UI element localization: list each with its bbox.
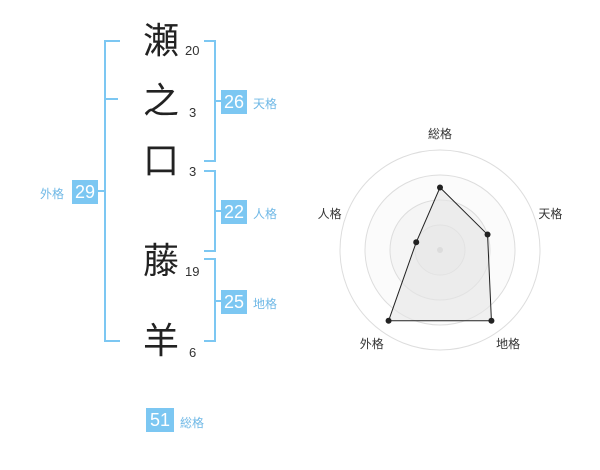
stroke-count-2: 3 bbox=[189, 105, 197, 120]
jinkaku-label: 人格 bbox=[253, 207, 278, 221]
soukaku-label: 総格 bbox=[180, 416, 205, 430]
name-char-4: 藤 bbox=[142, 241, 179, 282]
gaikaku-bracket-connector bbox=[97, 190, 105, 192]
stroke-count-5: 6 bbox=[189, 345, 197, 360]
tenkaku-score-box: 26 bbox=[221, 90, 247, 114]
jinkaku-bracket-connector bbox=[214, 210, 222, 212]
stroke-count-4: 19 bbox=[185, 264, 200, 279]
radar-axis-label-5: 人格 bbox=[318, 206, 342, 221]
radar-point-4 bbox=[385, 317, 392, 324]
tenkaku-label: 天格 bbox=[253, 97, 278, 111]
radar-point-1 bbox=[437, 184, 443, 191]
radar-point-5 bbox=[413, 239, 420, 246]
gaikaku-bracket-tick bbox=[104, 98, 118, 100]
gaikaku-bracket bbox=[104, 40, 120, 342]
chikaku-label: 地格 bbox=[253, 297, 278, 311]
name-char-1: 瀬 bbox=[142, 21, 179, 62]
chikaku-score-box: 25 bbox=[221, 290, 247, 314]
soukaku-score-box: 51 bbox=[146, 408, 174, 432]
name-char-2: 之 bbox=[142, 81, 179, 122]
radar-point-3 bbox=[488, 317, 495, 324]
stroke-count-1: 20 bbox=[185, 43, 200, 58]
radar-axis-label-1: 総格 bbox=[428, 126, 452, 141]
chikaku-bracket-connector bbox=[214, 300, 222, 302]
gaikaku-label: 外格 bbox=[40, 187, 65, 201]
stroke-count-3: 3 bbox=[189, 164, 197, 179]
radar-axis-label-2: 天格 bbox=[538, 206, 562, 221]
radar-series-polygon bbox=[387, 186, 492, 322]
radar-point-2 bbox=[484, 231, 491, 238]
radar-axis-label-3: 地格 bbox=[496, 336, 520, 351]
radar-axis-label-4: 外格 bbox=[360, 336, 384, 351]
tenkaku-bracket-connector bbox=[214, 100, 222, 102]
jinkaku-score-box: 22 bbox=[221, 200, 247, 224]
name-char-3: 口 bbox=[142, 141, 179, 182]
gaikaku-score-box: 29 bbox=[72, 180, 98, 204]
name-char-5: 羊 bbox=[142, 321, 179, 362]
